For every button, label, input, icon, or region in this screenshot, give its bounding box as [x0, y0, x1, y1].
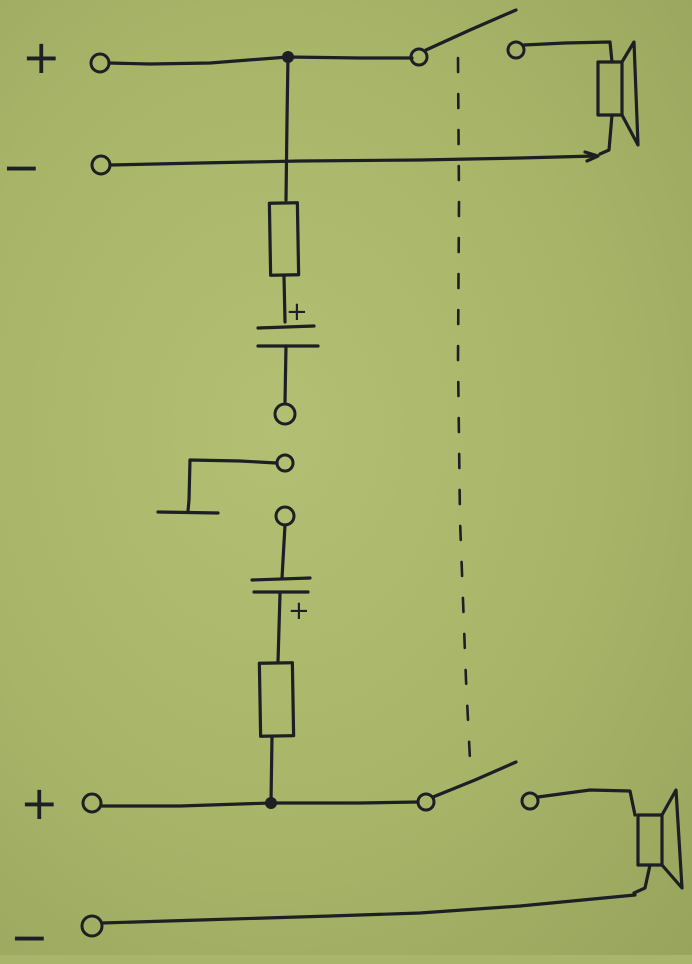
ground-wire [186, 458, 278, 513]
top-plus-label: + [22, 30, 61, 84]
terminal-to-lower-cap-wire [280, 523, 287, 580]
top-branch-wire [284, 55, 290, 202]
cap-to-terminal-wire [283, 344, 288, 404]
capacitor-top-plus-label: + [286, 297, 308, 327]
top-minus-terminal [90, 154, 112, 176]
bottom-plus-terminal [81, 792, 103, 814]
bottom-plus-wire [100, 800, 420, 808]
middle-terminal-lower [274, 505, 296, 527]
bottom-minus-terminal [80, 914, 104, 938]
top-speaker-wire [522, 40, 614, 64]
bottom-switch-blade [431, 760, 518, 799]
top-plus-wire [107, 55, 414, 66]
capacitor-icon [256, 324, 320, 348]
bottom-switch-pivot [416, 792, 436, 812]
speaker-icon [632, 788, 684, 895]
bottom-switch-contact [520, 791, 540, 811]
middle-terminal-center [275, 453, 295, 473]
middle-terminal-upper [273, 402, 297, 426]
bottom-plus-label: + [20, 776, 59, 830]
resistor-to-cap-wire [282, 274, 287, 324]
ground-icon [156, 510, 220, 515]
resistor-icon [267, 201, 301, 277]
capacitor-icon [250, 576, 312, 594]
bottom-minus-wire [100, 893, 637, 925]
resistor-icon [257, 661, 296, 738]
top-switch-pivot [409, 47, 429, 67]
lower-cap-to-resistor-wire [276, 592, 282, 664]
top-minus-wire [108, 154, 597, 167]
bottom-speaker-wire [536, 788, 637, 817]
top-switch-contact [506, 40, 526, 60]
speaker-icon [596, 40, 640, 156]
top-minus-arrow [583, 150, 600, 163]
bottom-junction-dot [265, 797, 277, 809]
top-minus-label: − [2, 140, 41, 194]
lower-resistor-wire [269, 735, 274, 804]
top-switch-blade [424, 8, 518, 52]
capacitor-bottom-plus-label: + [288, 596, 310, 626]
top-plus-terminal [89, 52, 111, 74]
switch-link-dashed-line [456, 56, 472, 762]
bottom-minus-label: − [10, 910, 49, 964]
